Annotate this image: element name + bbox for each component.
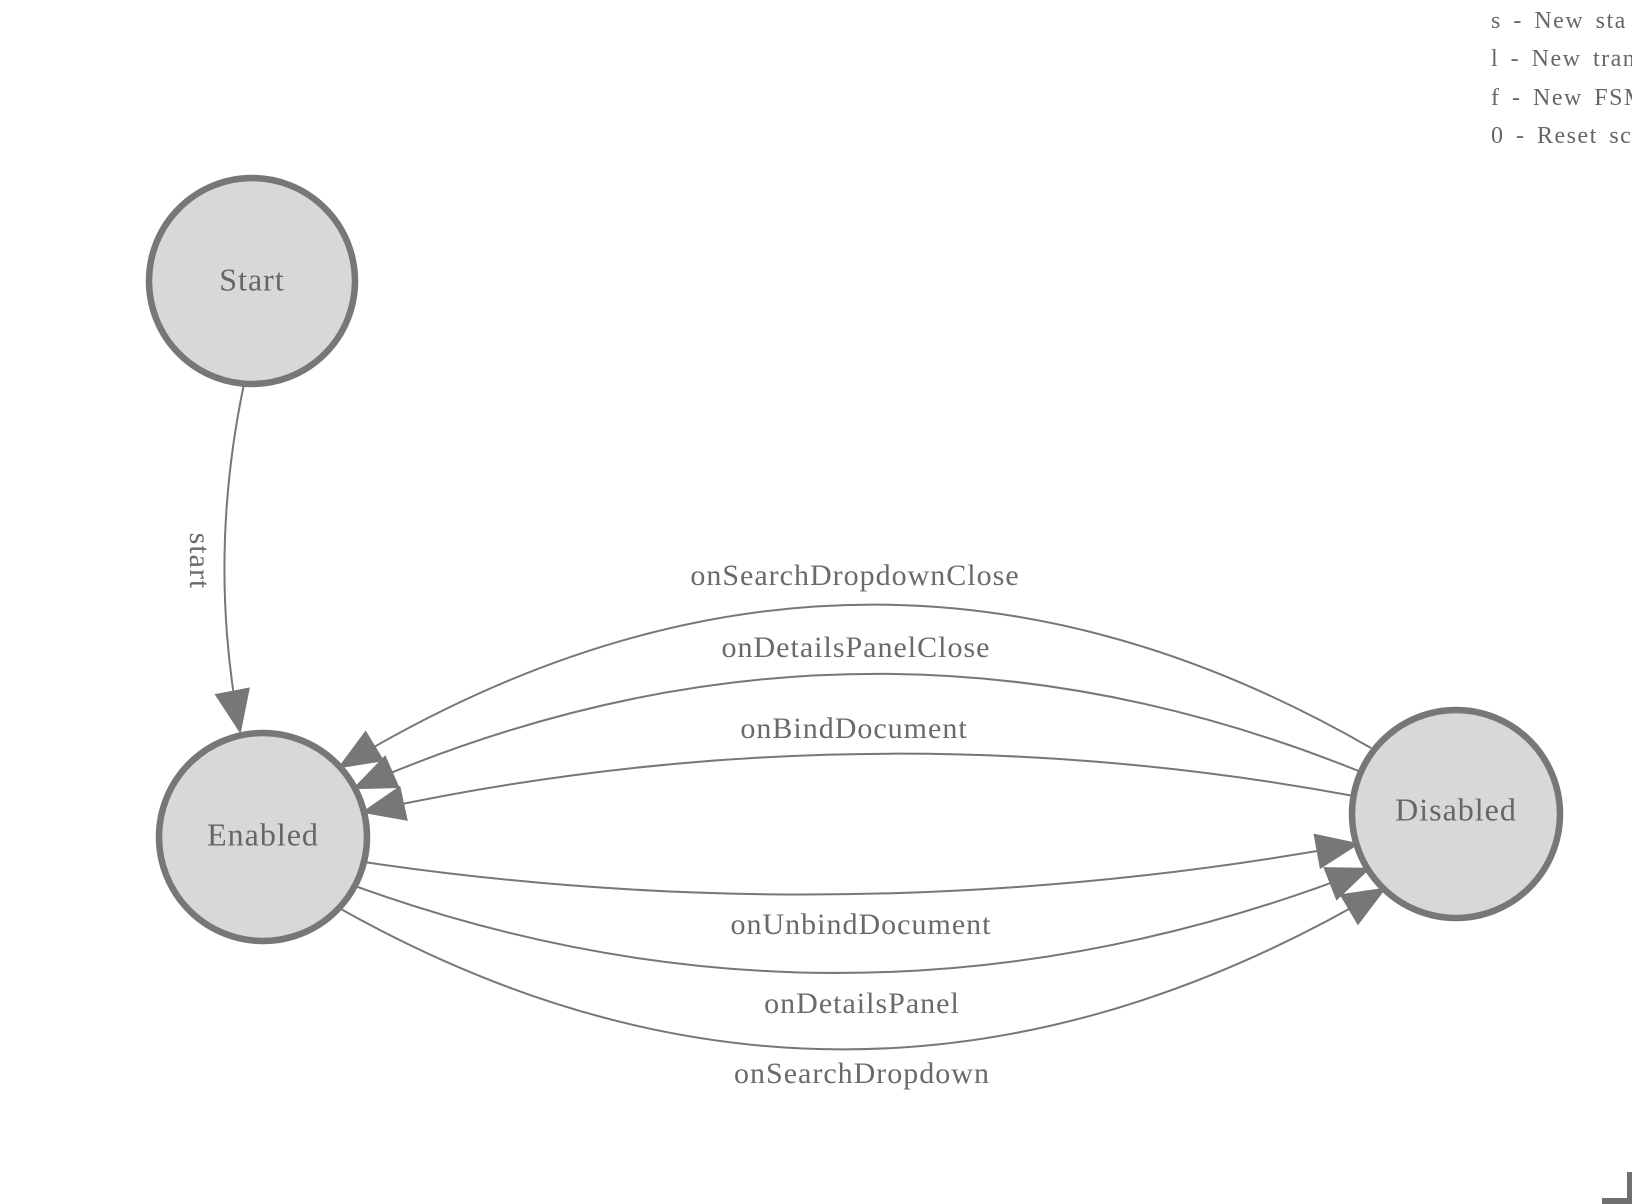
- transition-edge-start[interactable]: [214, 383, 250, 734]
- legend-line-reset-scale: 0 - Reset sca: [1491, 122, 1632, 149]
- transition-edge-ondetailspanelclose[interactable]: [352, 672, 1362, 790]
- transition-label-onsearchdropdown[interactable]: onSearchDropdown: [734, 1057, 990, 1090]
- state-label-enabled: Enabled: [207, 816, 319, 853]
- state-node-start[interactable]: [145, 174, 359, 388]
- transition-edge-onsearchdropdown[interactable]: [338, 887, 1387, 1051]
- transition-label-start[interactable]: start: [183, 532, 216, 590]
- legend-line-new-state: s - New sta: [1491, 8, 1627, 34]
- state-label-disabled: Disabled: [1395, 791, 1517, 828]
- legend-line-new-transition: l - New tran: [1491, 46, 1632, 73]
- transition-edge-ondetailspanel[interactable]: [354, 867, 1371, 974]
- transition-label-onsearchdropdownclose[interactable]: onSearchDropdownClose: [690, 559, 1020, 592]
- legend-line-new-fsm: f - New FSM: [1491, 84, 1632, 111]
- transition-label-ondetailspanel[interactable]: onDetailsPanel: [764, 987, 960, 1020]
- transition-edge-onbinddocument[interactable]: [361, 752, 1355, 821]
- canvas-corner-horizontal-bar: [1602, 1198, 1632, 1204]
- canvas-corner-vertical-bar: [1627, 1172, 1632, 1204]
- state-label-start: Start: [219, 261, 285, 298]
- state-node-disabled[interactable]: [1348, 706, 1564, 922]
- transition-label-onunbinddocument[interactable]: onUnbindDocument: [730, 908, 992, 941]
- transition-edge-onsearchdropdownclose[interactable]: [337, 603, 1372, 769]
- transition-label-ondetailspanelclose[interactable]: onDetailsPanelClose: [721, 631, 991, 664]
- transition-edge-onunbinddocument[interactable]: [363, 833, 1360, 896]
- transition-label-onbinddocument[interactable]: onBindDocument: [740, 712, 968, 745]
- shortcuts-legend: s - New sta l - New tran f - New FSM 0 -…: [1491, 2, 1632, 155]
- state-node-enabled[interactable]: [155, 729, 371, 945]
